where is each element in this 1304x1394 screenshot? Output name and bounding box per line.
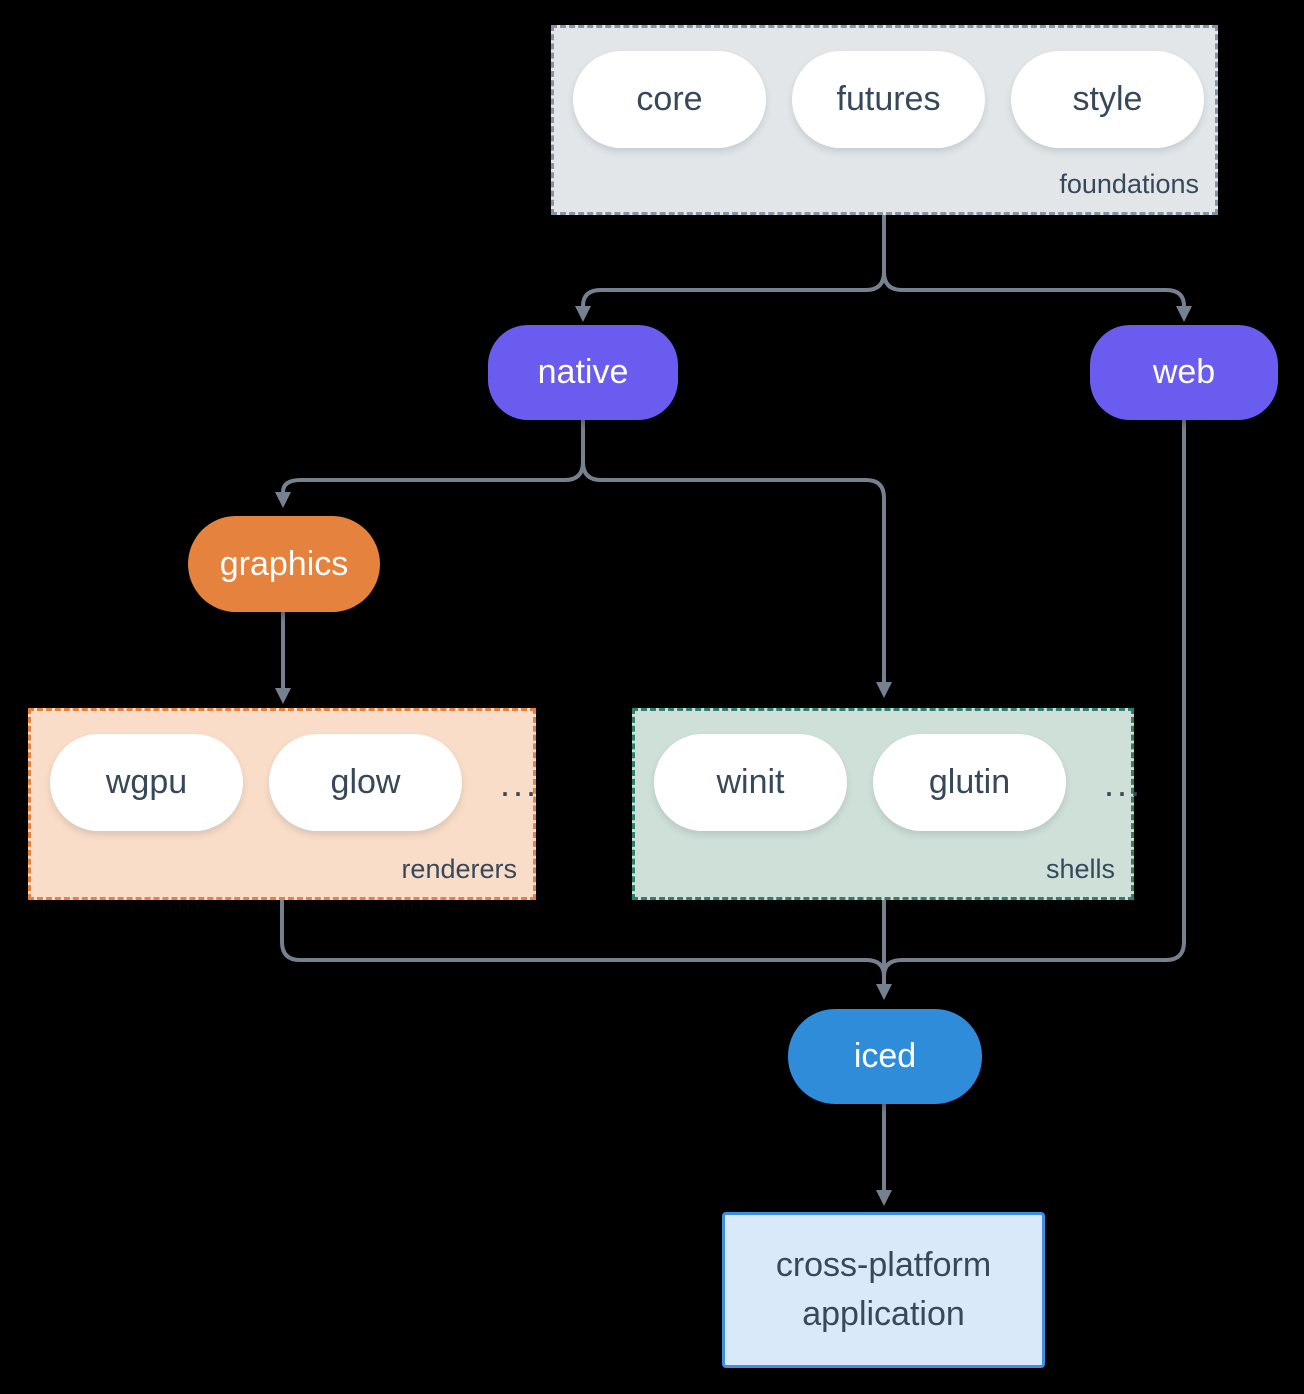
edge-renderers-merge: [280, 900, 886, 977]
edge-web-merge: [882, 420, 1186, 977]
node-web: web: [1090, 325, 1278, 420]
foundations-pill-row: core futures style: [554, 28, 1215, 148]
shells-pill-row: winit glutin ...: [635, 711, 1140, 831]
node-core: core: [573, 51, 766, 148]
node-glutin: glutin: [873, 734, 1066, 831]
foundations-group: core futures style foundations: [551, 25, 1218, 215]
node-native: native: [488, 325, 678, 420]
edge-foundations-native: [575, 215, 886, 322]
edge-foundations-web: [882, 215, 1192, 322]
node-futures: futures: [792, 51, 985, 148]
node-glow: glow: [269, 734, 462, 831]
node-winit: winit: [654, 734, 847, 831]
foundations-label: foundations: [1059, 169, 1199, 199]
shells-label: shells: [1045, 854, 1115, 884]
node-iced: iced: [788, 1009, 982, 1104]
node-style: style: [1011, 51, 1204, 148]
shells-group: winit glutin ... shells: [632, 708, 1140, 900]
renderers-pill-row: wgpu glow ...: [31, 711, 536, 831]
edge-native-graphics: [275, 420, 585, 508]
node-wgpu: wgpu: [50, 734, 243, 831]
node-graphics: graphics: [188, 516, 380, 612]
cross-platform-application-node: cross-platform application: [722, 1212, 1045, 1368]
renderers-ellipsis: ...: [500, 762, 540, 804]
renderers-group: wgpu glow ... renderers: [28, 708, 536, 900]
edge-native-shells: [581, 420, 892, 698]
renderers-label: renderers: [401, 854, 517, 884]
shells-ellipsis: ...: [1104, 762, 1144, 804]
